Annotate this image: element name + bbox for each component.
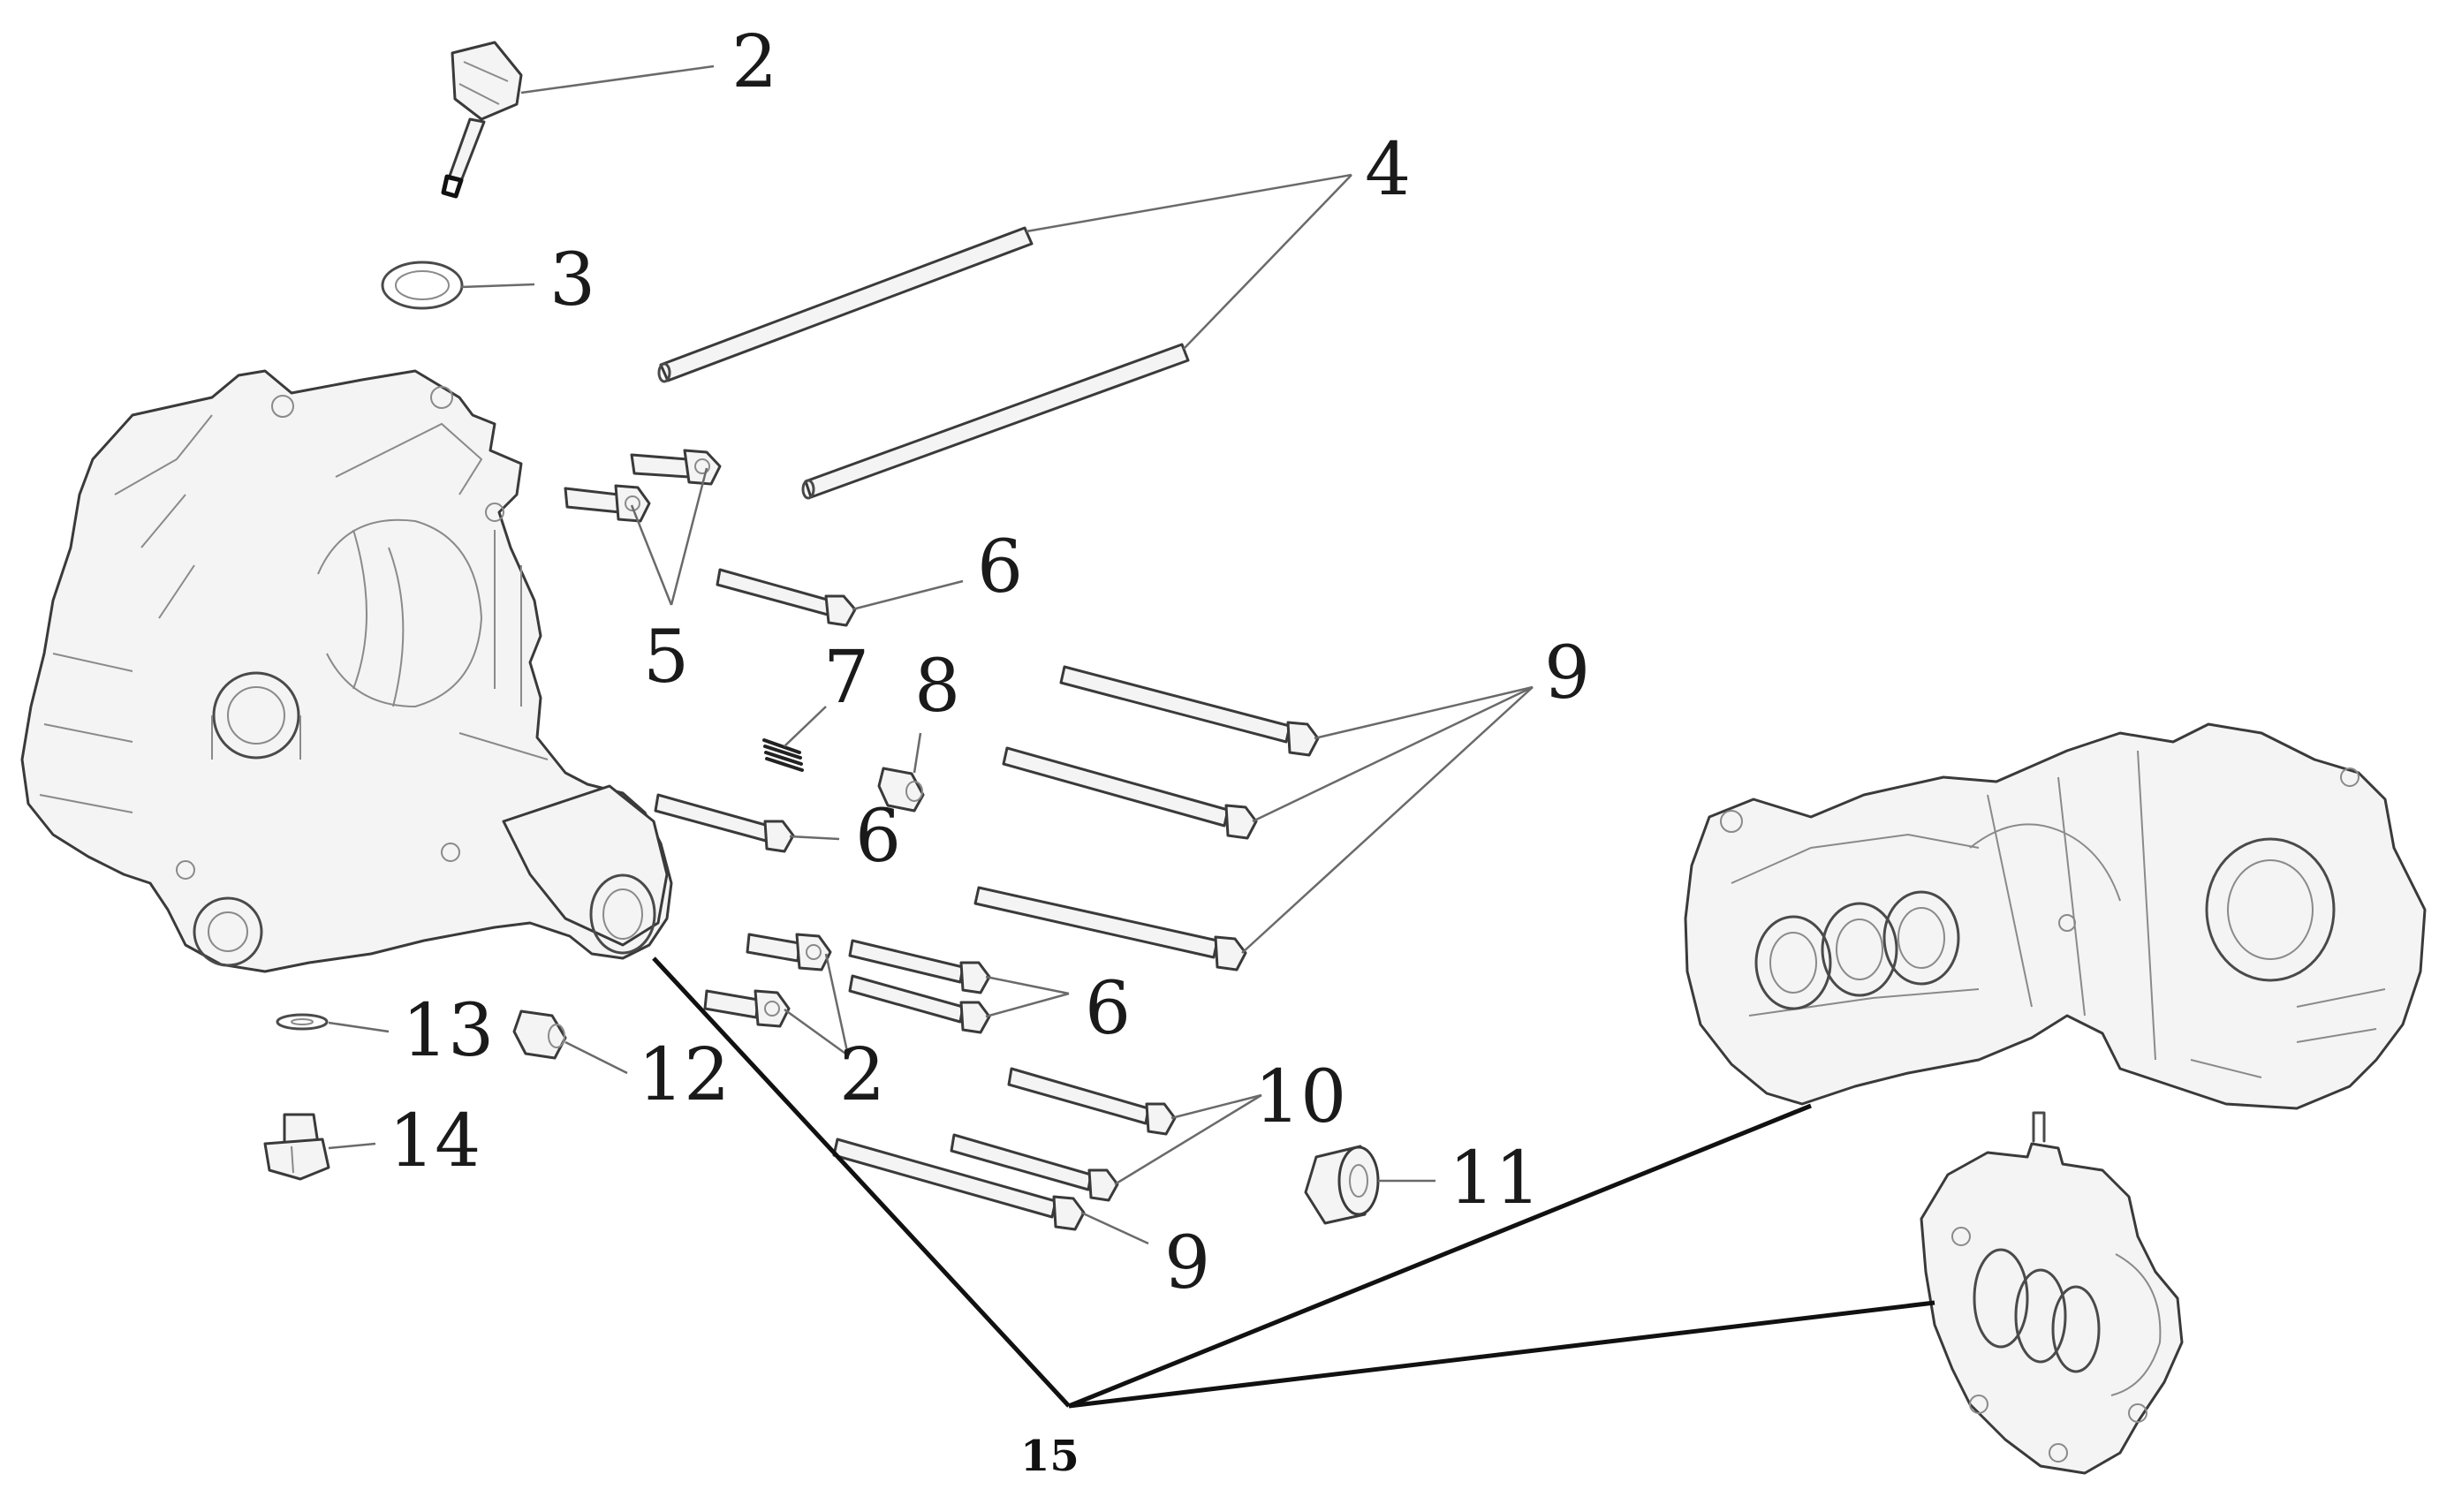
callout-9-top: 9 — [1544, 631, 1590, 715]
part-bolt-6a — [716, 568, 857, 627]
callout-5: 5 — [643, 616, 689, 699]
callout-8: 8 — [914, 645, 960, 729]
part-spring — [762, 738, 804, 772]
callout-12: 12 — [638, 1033, 730, 1117]
part-dipstick — [441, 41, 523, 199]
callout-6-top: 6 — [977, 525, 1023, 609]
leader-lines-15 — [652, 956, 1935, 1409]
part-dowel — [877, 767, 925, 813]
part-bolt-6b — [654, 793, 795, 853]
part-small-washer — [276, 1013, 329, 1031]
part-long-studs — [657, 226, 1190, 500]
callout-3: 3 — [549, 238, 595, 322]
part-long-bolts-9 — [973, 665, 1320, 971]
right-crankcase — [1684, 722, 2427, 1110]
part-bolts-10 — [950, 1067, 1177, 1202]
part-short-bolts-5 — [564, 449, 722, 523]
right-cover — [1920, 1111, 2184, 1475]
leader-lines — [328, 64, 1534, 1245]
callout-14: 14 — [389, 1100, 481, 1183]
callout-13: 13 — [402, 989, 494, 1073]
part-dowel-12 — [512, 1009, 567, 1060]
part-long-bolt-9b — [832, 1138, 1086, 1231]
part-short-bolts-2b — [703, 933, 832, 1028]
callout-labels: 2 3 4 5 6 7 8 9 6 6 2 13 12 14 10 11 9 1… — [389, 20, 1590, 1481]
callout-10: 10 — [1254, 1055, 1346, 1139]
callout-11: 11 — [1449, 1137, 1541, 1221]
callout-2-lower: 2 — [839, 1033, 885, 1117]
callout-9-bottom: 9 — [1164, 1221, 1210, 1305]
part-washer — [381, 261, 464, 310]
part-bolts-6c — [848, 939, 991, 1034]
callout-7: 7 — [823, 636, 869, 720]
callout-6-middle: 6 — [855, 795, 901, 879]
callout-4: 4 — [1365, 128, 1411, 212]
callout-15: 15 — [1020, 1432, 1079, 1481]
part-drain-plug — [263, 1113, 330, 1181]
left-crankcase — [20, 369, 673, 973]
callout-6-lower: 6 — [1085, 967, 1131, 1051]
part-bushing — [1304, 1145, 1380, 1225]
callout-2-top: 2 — [731, 20, 777, 104]
